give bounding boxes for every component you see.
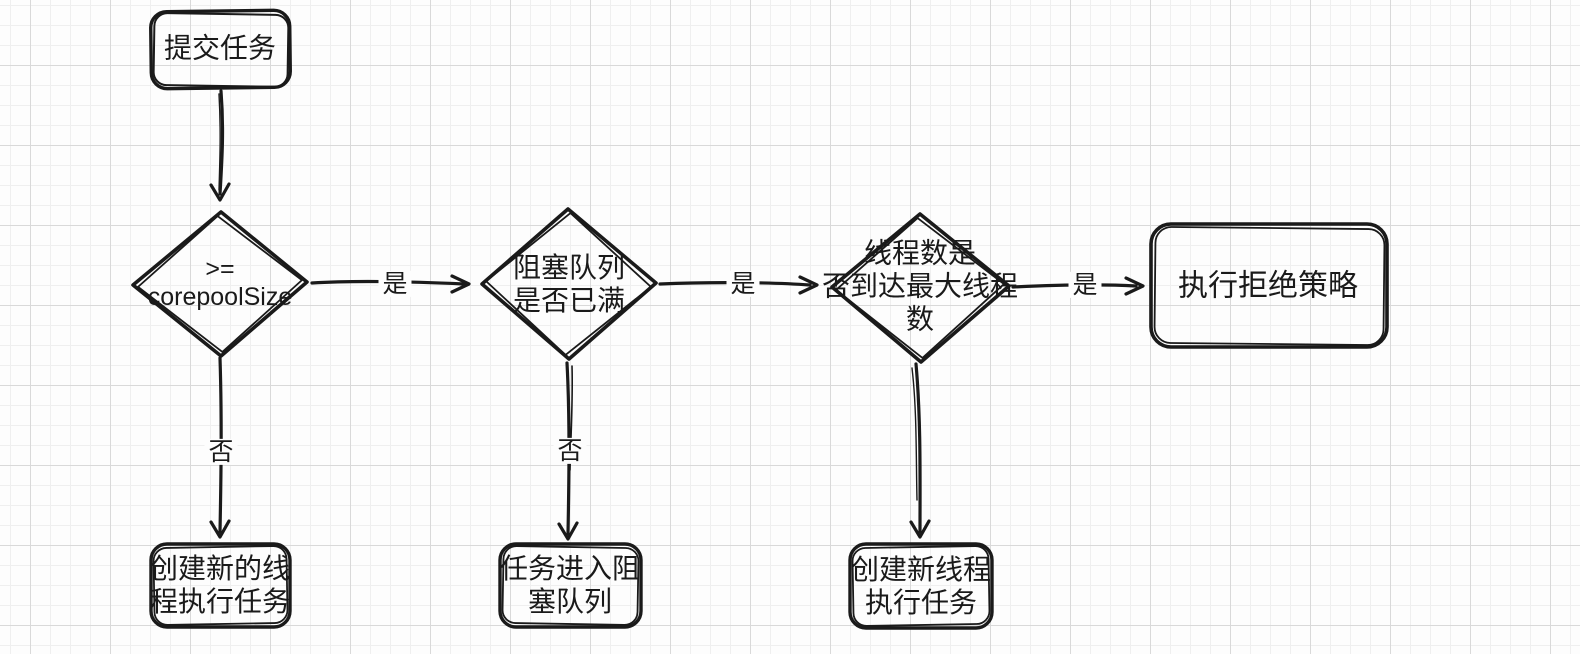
edge-core-yes-label[interactable]: 是 bbox=[378, 271, 412, 297]
node-check-core-shape[interactable] bbox=[131, 210, 309, 358]
node-check-core-label[interactable]: >= corepoolSize bbox=[147, 255, 293, 311]
node-check-queue-shape[interactable] bbox=[480, 207, 658, 361]
node-create-core-thread-label[interactable]: 创建新的线 程执行任务 bbox=[149, 552, 291, 617]
node-create-max-thread-shape[interactable] bbox=[848, 542, 994, 630]
node-submit-shape[interactable] bbox=[149, 8, 292, 91]
node-reject-label[interactable]: 执行拒绝策略 bbox=[1178, 269, 1358, 303]
edge-queue-yes-label[interactable]: 是 bbox=[726, 271, 760, 297]
node-check-max-shape[interactable] bbox=[830, 212, 1011, 364]
node-create-max-thread-label[interactable]: 创建新线程 执行任务 bbox=[850, 553, 992, 618]
node-check-max-label[interactable]: 线程数是 否到达最大线程 数 bbox=[821, 237, 1019, 335]
node-check-queue-label[interactable]: 阻塞队列 是否已满 bbox=[512, 251, 626, 316]
edge-max-yes-label[interactable]: 是 bbox=[1068, 272, 1102, 298]
node-create-core-thread-shape[interactable] bbox=[149, 542, 292, 629]
edge-queue-no-label[interactable]: 否 bbox=[553, 438, 587, 464]
node-submit-label[interactable]: 提交任务 bbox=[163, 32, 277, 64]
node-enqueue-shape[interactable] bbox=[498, 542, 643, 629]
edge-submit-to-core[interactable] bbox=[209, 89, 231, 202]
edge-core-no-label[interactable]: 否 bbox=[204, 439, 238, 465]
node-enqueue-label[interactable]: 任务进入阻 塞队列 bbox=[499, 552, 641, 617]
node-reject-shape[interactable] bbox=[1149, 222, 1389, 349]
edge-max-down[interactable] bbox=[909, 362, 931, 539]
